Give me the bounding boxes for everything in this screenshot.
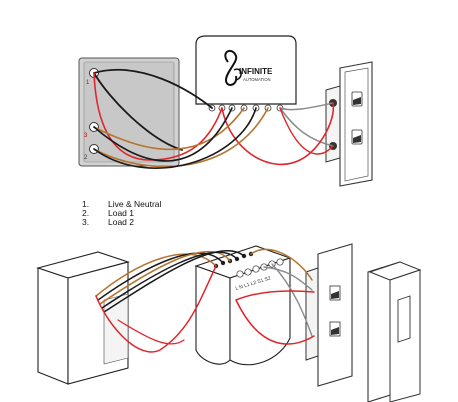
- module-terminals-bottom: [213, 251, 284, 278]
- switch-cover-plate: [367, 261, 422, 402]
- legend-number: 2.: [82, 208, 90, 218]
- legend-text: Load 1: [108, 208, 134, 218]
- terminal-3-label: 3: [84, 133, 88, 139]
- legend-number: 3.: [82, 217, 90, 227]
- wires-top: [93, 68, 335, 169]
- module-terminals-top: [208, 104, 284, 112]
- controller-module-top: [195, 35, 297, 105]
- switch-rocker-2: [351, 129, 363, 145]
- wall-switch-top: [325, 61, 373, 187]
- switch-rocker-1: [351, 91, 363, 107]
- wiring-legend: 1. Live & Neutral 2. Load 1 3. Load 2: [82, 200, 161, 227]
- legend-item: 3. Load 2: [82, 218, 161, 227]
- terminal-1-label: 1: [86, 80, 90, 86]
- junction-box-bottom: [36, 251, 130, 385]
- brand-subtitle: AUTOMATION: [243, 77, 271, 82]
- legend-number: 1.: [82, 199, 90, 209]
- wires-bottom: [95, 248, 315, 353]
- terminal-2-label: 2: [84, 155, 88, 161]
- controller-module-bottom: L N L1 L2 S1 S2: [194, 245, 292, 366]
- brand-name: INFINITE: [239, 67, 273, 76]
- legend-item: 2. Load 1: [82, 209, 161, 218]
- brand-logo: INFINITE AUTOMATION: [224, 49, 273, 86]
- legend-text: Live & Neutral: [108, 199, 162, 209]
- legend-item: 1. Live & Neutral: [82, 200, 161, 209]
- switch-rocker-3: [329, 285, 341, 301]
- switch-rocker-4: [329, 321, 341, 337]
- wall-switch-bottom: [305, 243, 353, 387]
- legend-text: Load 2: [108, 217, 134, 227]
